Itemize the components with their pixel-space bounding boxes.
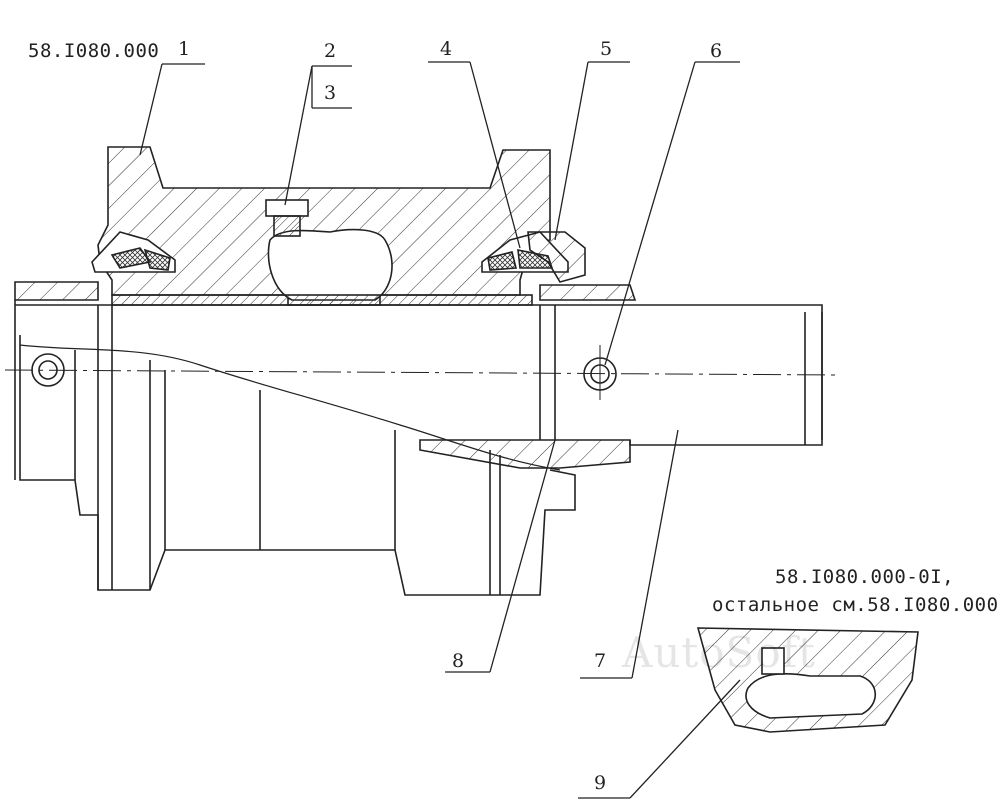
end-cover: [527, 231, 586, 283]
center-line: [4, 369, 841, 376]
roller-lower-outline: [19, 335, 576, 596]
lower-section: [419, 439, 631, 469]
cross-hole-left: [31, 353, 65, 387]
left-flange: [14, 281, 99, 301]
callout-6: 6: [710, 40, 723, 62]
callout-1: 1: [178, 38, 191, 60]
shaft: [14, 300, 823, 480]
callout-9: 9: [594, 772, 607, 794]
drawing-code-main: 58.I080.000: [28, 40, 160, 62]
callout-7: 7: [594, 650, 607, 672]
variant-note: остальное см.58.I080.000: [712, 594, 999, 616]
oil-cavity: [267, 228, 393, 301]
callout-2: 2: [324, 40, 337, 62]
callout-4: 4: [440, 38, 453, 60]
watermark: AutoSoft: [622, 628, 817, 677]
variant-code: 58.I080.000-0I,: [775, 566, 955, 588]
right-flange: [539, 284, 637, 301]
callout-3: 3: [324, 82, 337, 104]
callout-5: 5: [600, 38, 613, 60]
bushing: [111, 294, 533, 306]
filler-plug: [265, 199, 309, 217]
callout-8: 8: [452, 650, 465, 672]
